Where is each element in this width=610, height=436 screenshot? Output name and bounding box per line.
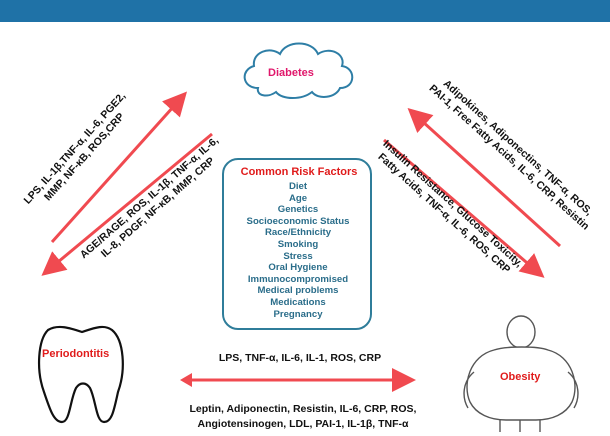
risk-factor-item: Age — [288, 192, 308, 204]
diabetes-label: Diabetes — [268, 67, 314, 79]
risk-factor-item: Oral Hygiene — [268, 262, 328, 274]
risk-factor-item: Race/Ethnicity — [264, 227, 332, 239]
risk-factor-item: Socioeconomic Status — [246, 215, 350, 227]
risk-factor-item: Medical problems — [257, 285, 339, 297]
risk-factor-item: Stress — [283, 250, 313, 262]
risk-factor-item: Immunocompromised — [247, 273, 349, 285]
perio-obesity-top-label: LPS, TNF-α, IL-6, IL-1, ROS, CRP — [218, 352, 382, 364]
risk-factor-item: Genetics — [277, 204, 319, 216]
perio-obesity-bottom-label: Leptin, Adiponectin, Resistin, IL-6, CRP… — [158, 402, 448, 432]
arrow-diabetes-to-obesity — [383, 138, 545, 278]
arrow-perio-obesity-left-head — [180, 373, 192, 387]
risk-factor-list: Diet Age Genetics Socioeconomic Status R… — [224, 181, 372, 320]
periodontitis-label: Periodontitis — [42, 348, 110, 360]
perio-obesity-bottom-line-1: Leptin, Adiponectin, Resistin, IL-6, CRP… — [189, 403, 417, 415]
diabetes-cloud — [243, 42, 354, 99]
risk-factor-item: Diet — [288, 181, 308, 192]
risk-factor-item: Medications — [270, 296, 326, 308]
arrow-obesity-to-diabetes — [407, 107, 562, 248]
tooth-icon — [37, 325, 124, 424]
perio-obesity-bottom-line-2: Angiotensinogen, LDL, PAI-1, IL-1β, TNF-… — [197, 418, 409, 430]
risk-factor-item: Smoking — [277, 238, 319, 250]
arrow-diabetes-to-perio — [41, 132, 213, 276]
risk-factor-item: Pregnancy — [273, 308, 323, 320]
common-risk-factors-box: Common Risk Factors Diet Age Genetics So… — [222, 158, 372, 330]
header-bar — [0, 0, 610, 22]
arrow-perio-to-diabetes — [50, 91, 188, 244]
obesity-label: Obesity — [500, 371, 541, 383]
common-risk-factors-title: Common Risk Factors — [240, 166, 358, 178]
obese-figure-icon — [463, 315, 579, 432]
